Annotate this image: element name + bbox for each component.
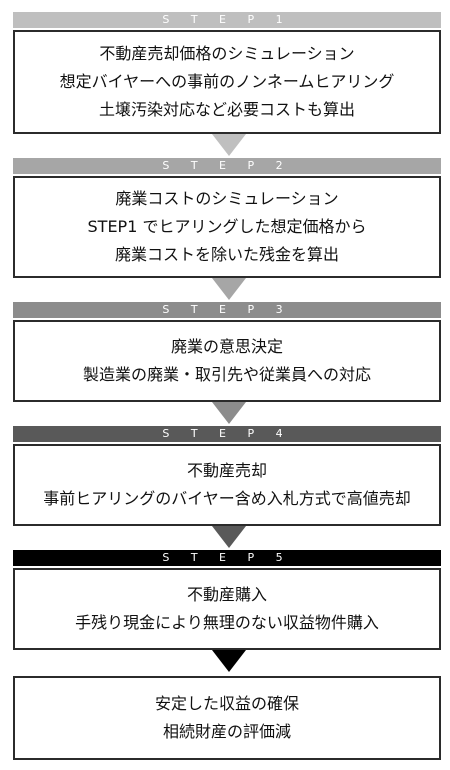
step-2-header: S T E P 2	[13, 158, 441, 174]
down-arrow-icon	[212, 402, 246, 424]
step-1-line-2: 想定バイヤーへの事前のノンネームヒアリング	[59, 72, 395, 91]
down-arrow-icon	[212, 278, 246, 300]
result-line-2: 相続財産の評価減	[162, 722, 291, 741]
down-arrow-icon	[212, 526, 246, 548]
step-1-header: S T E P 1	[13, 12, 441, 28]
step-4-header: S T E P 4	[13, 426, 441, 442]
step-4-line-1: 不動産売却	[186, 461, 267, 480]
step-4-box: 不動産売却 事前ヒアリングのバイヤー含め入札方式で高値売却	[13, 444, 441, 526]
step-2-box: 廃業コストのシミュレーション STEP1 でヒアリングした想定価格から 廃業コス…	[13, 176, 441, 278]
step-1-line-1: 不動産売却価格のシミュレーション	[99, 44, 355, 63]
step-2-line-1: 廃業コストのシミュレーション	[115, 189, 339, 208]
step-1-line-3: 土壌汚染対応など必要コストも算出	[98, 100, 355, 119]
step-3-line-2: 製造業の廃業・取引先や従業員への対応	[82, 365, 371, 384]
step-2-line-2: STEP1 でヒアリングした想定価格から	[87, 217, 367, 236]
step-5-line-2: 手残り現金により無理のない収益物件購入	[75, 613, 379, 632]
down-arrow-icon	[212, 134, 246, 156]
step-2-line-3: 廃業コストを除いた残金を算出	[114, 245, 339, 264]
result-box: 安定した収益の確保 相続財産の評価減	[13, 676, 441, 760]
step-3-line-1: 廃業の意思決定	[170, 337, 283, 356]
step-5-line-1: 不動産購入	[186, 585, 267, 604]
step-5-box: 不動産購入 手残り現金により無理のない収益物件購入	[13, 568, 441, 650]
step-3-header: S T E P 3	[13, 302, 441, 318]
step-4-line-2: 事前ヒアリングのバイヤー含め入札方式で高値売却	[43, 489, 411, 508]
step-1-box: 不動産売却価格のシミュレーション 想定バイヤーへの事前のノンネームヒアリング 土…	[13, 30, 441, 134]
down-arrow-icon	[212, 650, 246, 672]
result-line-1: 安定した収益の確保	[154, 694, 299, 713]
step-5-header: S T E P 5	[13, 550, 441, 566]
step-3-box: 廃業の意思決定 製造業の廃業・取引先や従業員への対応	[13, 320, 441, 402]
